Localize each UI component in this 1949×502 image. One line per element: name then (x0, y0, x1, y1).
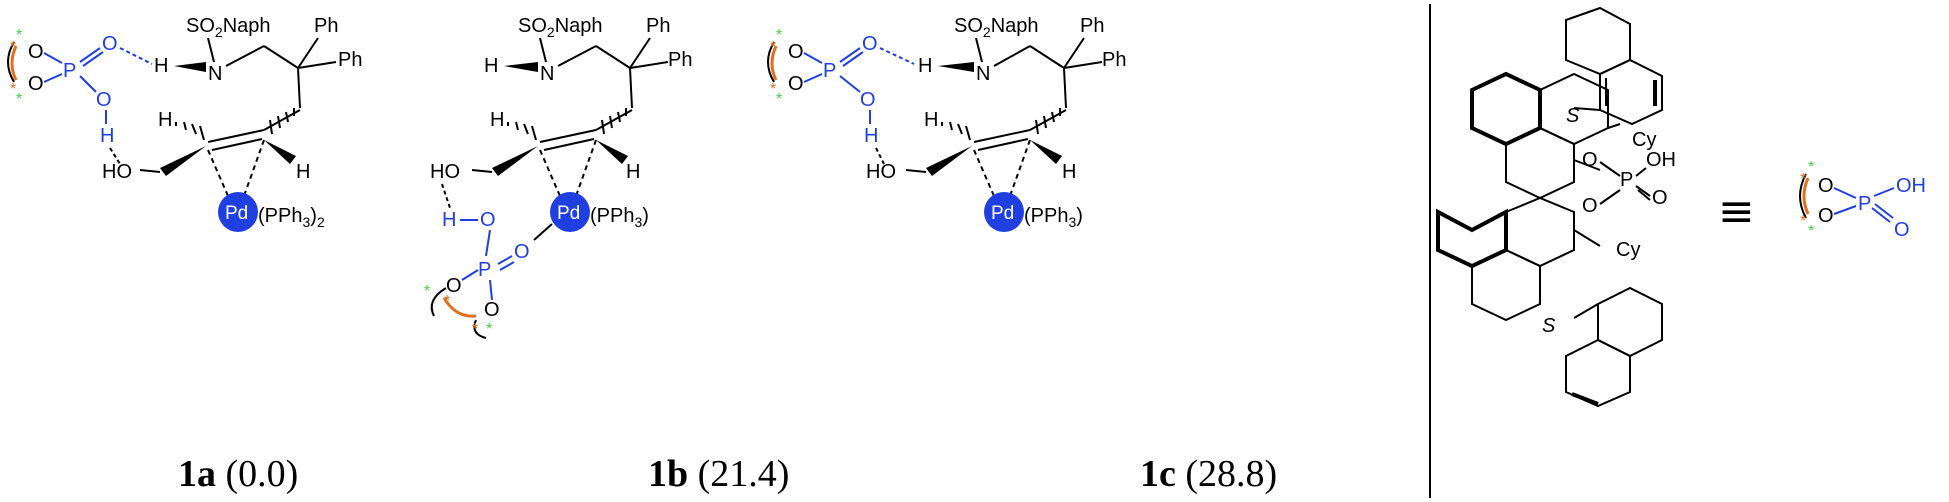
hydroxyl-label: HO (430, 161, 460, 183)
atom-p: P (478, 259, 491, 281)
atom-o: O (788, 41, 804, 63)
atom-o: O (1818, 205, 1834, 227)
phenyl-label: Ph (668, 49, 692, 71)
so2naph-label: SO2Naph (186, 15, 271, 40)
hydroxyl-label: OH (1646, 149, 1676, 171)
atom-o: O (514, 241, 530, 263)
star-orange: * (770, 81, 776, 98)
atom-o: O (96, 89, 112, 111)
phenyl-label: Ph (646, 15, 670, 37)
atom-n: N (208, 63, 222, 85)
star-green: * (1808, 223, 1814, 240)
pd-atom (218, 192, 258, 232)
ligand-label: (PPh3) (1024, 205, 1083, 230)
atom-h: H (1062, 161, 1076, 183)
atom-h: H (158, 109, 172, 131)
star-green: * (486, 321, 492, 338)
atom-o: O (480, 209, 496, 231)
star-green: * (776, 91, 782, 108)
star-green: * (424, 283, 430, 300)
atom-p: P (823, 60, 836, 82)
atom-h: H (490, 109, 504, 131)
phenyl-label: Ph (1080, 15, 1104, 37)
star-green: * (776, 27, 782, 44)
structure-1b: SO2Naph H N Ph Ph H HO H (424, 15, 692, 339)
atom-h: H (296, 161, 310, 183)
pd-label: Pd (225, 203, 248, 224)
atom-o: O (860, 89, 876, 111)
atom-h: H (154, 55, 168, 77)
phenyl-label: Ph (1102, 49, 1126, 71)
star-orange: * (444, 293, 450, 310)
atom-o: O (1582, 195, 1598, 217)
hydroxyl-label: HO (102, 161, 132, 183)
atom-h: H (100, 125, 114, 147)
star-orange: * (10, 81, 16, 98)
atom-o: O (28, 41, 44, 63)
atom-o: O (484, 299, 500, 321)
caption-1c: 1c (28.8) (1140, 453, 1277, 495)
star-orange: * (472, 321, 478, 338)
cyclohexyl-label: Cy (1632, 129, 1656, 151)
pd-label: Pd (991, 203, 1014, 224)
atom-o: O (862, 33, 878, 55)
so2naph-label: SO2Naph (518, 15, 603, 40)
catalyst-structure (1436, 6, 1663, 408)
atom-n: N (540, 63, 554, 85)
atom-p: P (1620, 169, 1633, 191)
structure-1c: * * * * O O P O O H SO2Naph H N Ph Ph (767, 15, 1126, 232)
star-green: * (1808, 159, 1814, 176)
atom-p: P (1858, 193, 1871, 215)
pd-label: Pd (557, 203, 580, 224)
star-orange: * (1800, 171, 1806, 188)
pd-atom (984, 192, 1024, 232)
atom-o: O (1652, 187, 1668, 209)
structure-1a: * * * * O O P O O H SO2Naph H N Ph Ph (7, 15, 362, 232)
atom-o: O (102, 33, 118, 55)
atom-h: H (442, 209, 456, 231)
hydroxyl-label: OH (1896, 175, 1926, 197)
phenyl-label: Ph (314, 15, 338, 37)
ligand-label: (PPh3)2 (258, 205, 325, 230)
atom-h: H (864, 125, 878, 147)
star-green: * (16, 91, 22, 108)
ligand-label: (PPh3) (590, 205, 649, 230)
simplified-phosphate: * * * * O O P OH O (1799, 159, 1926, 241)
caption-1b: 1b (21.4) (648, 453, 789, 495)
atom-o: O (1894, 219, 1910, 241)
stereo-label: S (1566, 105, 1580, 127)
atom-o: O (28, 73, 44, 95)
atom-h: H (918, 55, 932, 77)
caption-1a: 1a (0.0) (178, 453, 298, 495)
star-orange: * (1800, 213, 1806, 230)
atom-n: N (976, 63, 990, 85)
so2naph-label: SO2Naph (954, 15, 1039, 40)
pd-atom (550, 192, 590, 232)
hydroxyl-label: HO (866, 161, 896, 183)
atom-h: H (924, 109, 938, 131)
atom-h: H (484, 55, 498, 77)
equivalence-symbol: ≡ (1718, 186, 1755, 237)
atom-o: O (1582, 149, 1598, 171)
atom-o: O (446, 275, 462, 297)
atom-o: O (788, 73, 804, 95)
atom-p: P (63, 60, 76, 82)
catalyst-labels: S Cy O P OH O O Cy S (1542, 105, 1676, 337)
star-orange: * (770, 39, 776, 56)
star-orange: * (10, 39, 16, 56)
phenyl-label: Ph (338, 49, 362, 71)
stereo-label: S (1542, 315, 1556, 337)
atom-o: O (1818, 175, 1834, 197)
star-green: * (16, 27, 22, 44)
atom-h: H (626, 161, 640, 183)
cyclohexyl-label: Cy (1616, 239, 1640, 261)
